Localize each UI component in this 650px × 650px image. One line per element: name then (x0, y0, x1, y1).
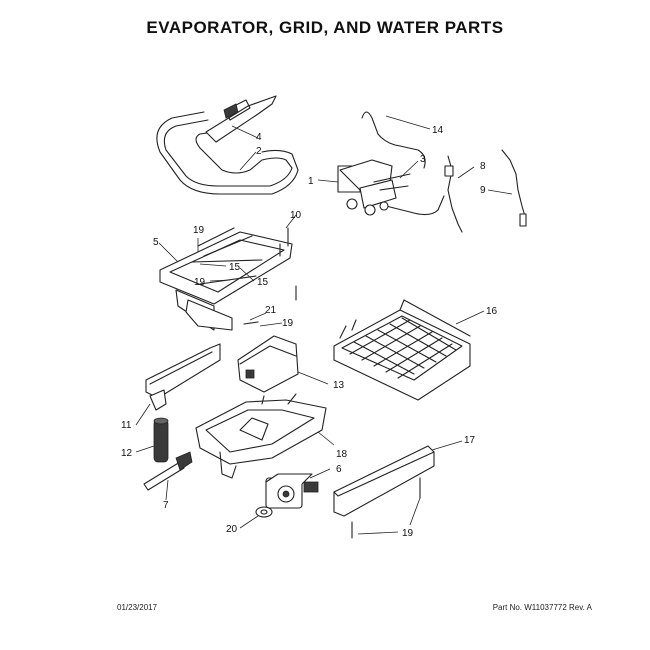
leader-lines (135, 115, 513, 535)
callout-19a: 19 (193, 225, 205, 236)
callout-2: 2 (256, 146, 262, 157)
ice-grid-part (333, 299, 471, 401)
callout-21: 21 (265, 305, 277, 316)
evaporator-tube-part (156, 111, 299, 195)
water-fitting-parts (444, 149, 527, 233)
water-valve-part (337, 159, 411, 216)
callout-19b: 19 (194, 277, 206, 288)
ice-maker-frame-part (159, 227, 293, 331)
callout-20: 20 (226, 524, 238, 535)
callout-labels: 1 2 3 4 5 6 7 8 9 10 11 12 13 14 15 15 1… (121, 125, 498, 539)
callout-5: 5 (153, 237, 159, 248)
housing-part (195, 393, 327, 479)
panel-part (333, 445, 435, 517)
callout-9: 9 (480, 185, 486, 196)
footer-part-number: Part No. W11037772 Rev. A (492, 603, 592, 612)
callout-11: 11 (121, 420, 132, 431)
callout-12: 12 (121, 448, 133, 459)
water-tube-segment-part (153, 417, 169, 463)
callout-14: 14 (432, 125, 444, 136)
callout-1: 1 (308, 176, 314, 187)
callout-18: 18 (336, 449, 348, 460)
callout-16: 16 (486, 306, 498, 317)
screw-parts (243, 227, 421, 539)
callout-15b: 15 (257, 277, 269, 288)
bracket-part (205, 95, 277, 143)
callout-7: 7 (163, 500, 169, 511)
footer-date: 01/23/2017 (117, 603, 158, 612)
callout-4: 4 (256, 132, 262, 143)
tray-part (145, 343, 221, 411)
callout-10: 10 (290, 210, 302, 221)
motor-part (265, 473, 319, 509)
callout-13: 13 (333, 380, 345, 391)
washer-part (255, 506, 273, 518)
water-tube-part (361, 111, 445, 216)
connector-part (143, 451, 193, 491)
cover-part (237, 335, 299, 393)
callout-19d: 19 (402, 528, 414, 539)
callout-6: 6 (336, 464, 342, 475)
callout-8: 8 (480, 161, 486, 172)
callout-15a: 15 (229, 262, 241, 273)
callout-17: 17 (464, 435, 476, 446)
page-title: EVAPORATOR, GRID, AND WATER PARTS (146, 18, 504, 37)
callout-19c: 19 (282, 318, 294, 329)
callout-3: 3 (420, 154, 426, 165)
